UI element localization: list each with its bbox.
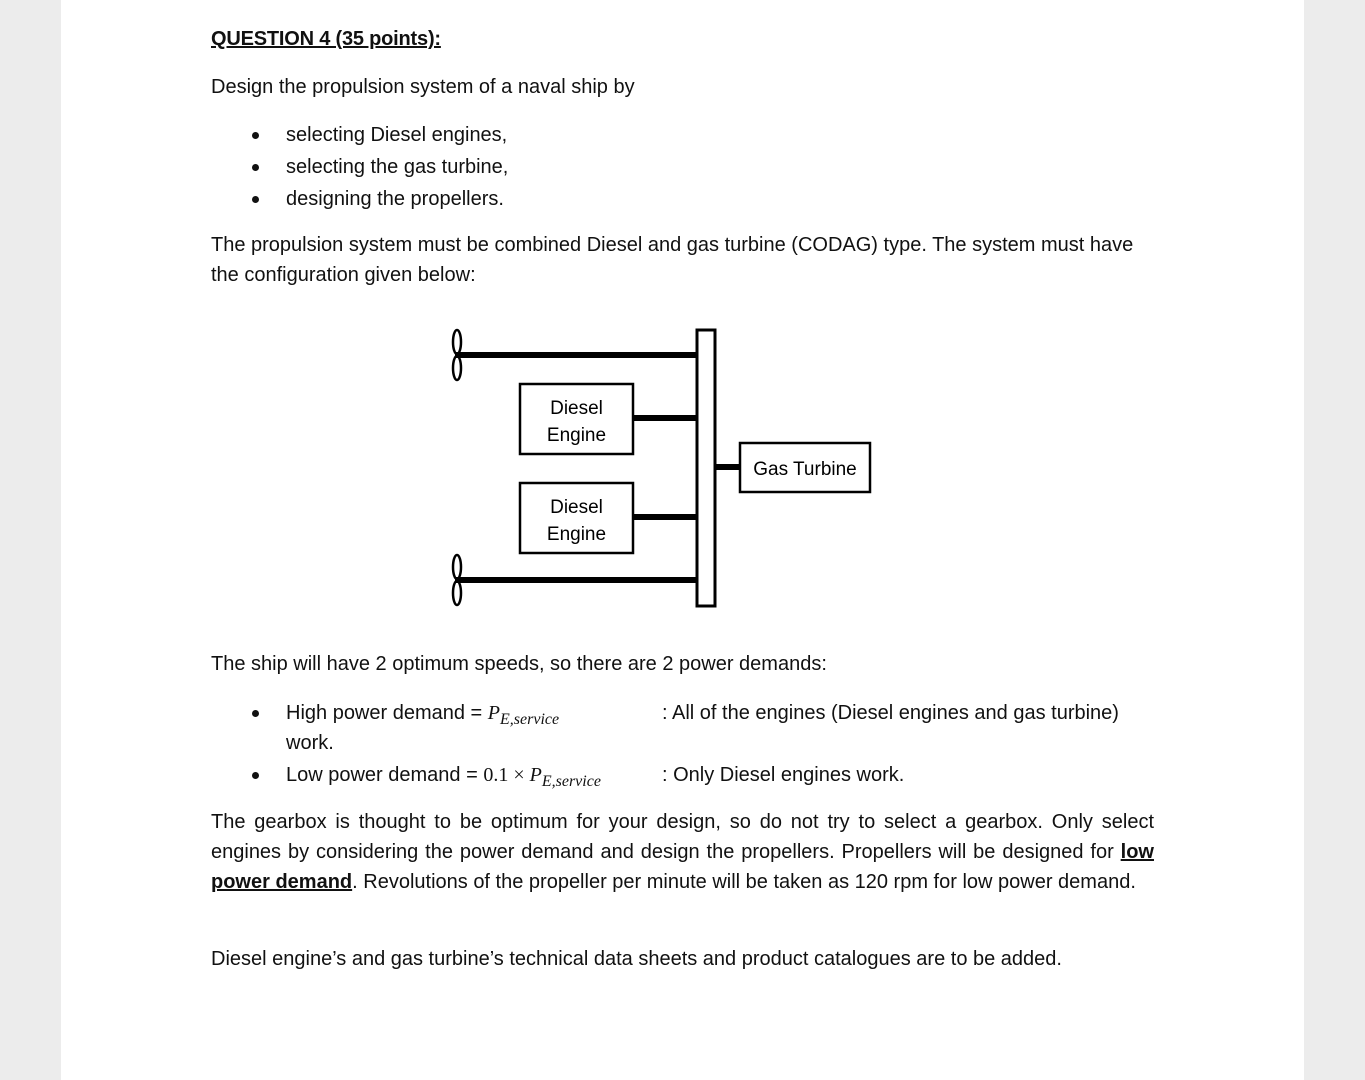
diesel-2-coupling	[633, 514, 697, 520]
lower-propeller-icon	[451, 553, 463, 607]
diesel-engine-1-label: Diesel	[550, 398, 603, 419]
task-text: selecting the gas turbine,	[286, 156, 509, 178]
low-demand-description: : Only Diesel engines work.	[662, 764, 905, 786]
diesel-engine-2-label: Diesel	[550, 497, 603, 518]
diesel-engine-1	[518, 382, 635, 456]
gearbox	[695, 328, 717, 608]
codag-diagram: Diesel Engine Diesel Engine Gas Turbine	[451, 328, 872, 608]
diesel-1-coupling	[633, 415, 697, 421]
speeds-paragraph: The ship will have 2 optimum speeds, so …	[211, 653, 827, 675]
bullet-icon	[252, 132, 259, 139]
diesel-engine-2-label: Engine	[547, 524, 606, 545]
high-demand-continuation: work.	[286, 732, 334, 754]
upper-propeller-icon	[451, 328, 463, 382]
intro-text: Design the propulsion system of a naval …	[211, 76, 635, 98]
high-demand-label: High power demand = PE,service	[286, 702, 560, 728]
gas-turbine-coupling	[715, 464, 761, 470]
task-item: selecting Diesel engines,	[211, 119, 1154, 151]
task-text: designing the propellers.	[286, 188, 504, 210]
task-item: selecting the gas turbine,	[211, 151, 1154, 183]
gearbox-paragraph: The gearbox is thought to be optimum for…	[211, 811, 1154, 893]
gas-turbine	[738, 441, 872, 494]
question-heading: QUESTION 4 (35 points):	[211, 28, 441, 50]
high-demand-description: : All of the engines (Diesel engines and…	[662, 702, 1119, 724]
bullet-icon	[252, 772, 259, 779]
gas-turbine-label: Gas Turbine	[753, 459, 857, 480]
configuration-paragraph: The propulsion system must be combined D…	[211, 234, 1134, 286]
diesel-engine-2	[518, 481, 635, 555]
closing-paragraph: Diesel engine’s and gas turbine’s techni…	[211, 948, 1062, 970]
task-list: selecting Diesel engines, selecting the …	[211, 119, 1154, 215]
low-power-demand-emphasis: low power demand	[211, 841, 1154, 893]
lower-propeller-shaft	[455, 577, 697, 583]
task-text: selecting Diesel engines,	[286, 124, 508, 146]
bullet-icon	[252, 196, 259, 203]
bullet-icon	[252, 164, 259, 171]
upper-propeller-shaft	[455, 352, 697, 358]
document-page: QUESTION 4 (35 points): Design the propu…	[61, 0, 1304, 1080]
task-item: designing the propellers.	[211, 183, 1154, 215]
bullet-icon	[252, 710, 259, 717]
diesel-engine-1-label: Engine	[547, 425, 606, 446]
low-demand-label: Low power demand = 0.1 × PE,service	[286, 764, 601, 790]
